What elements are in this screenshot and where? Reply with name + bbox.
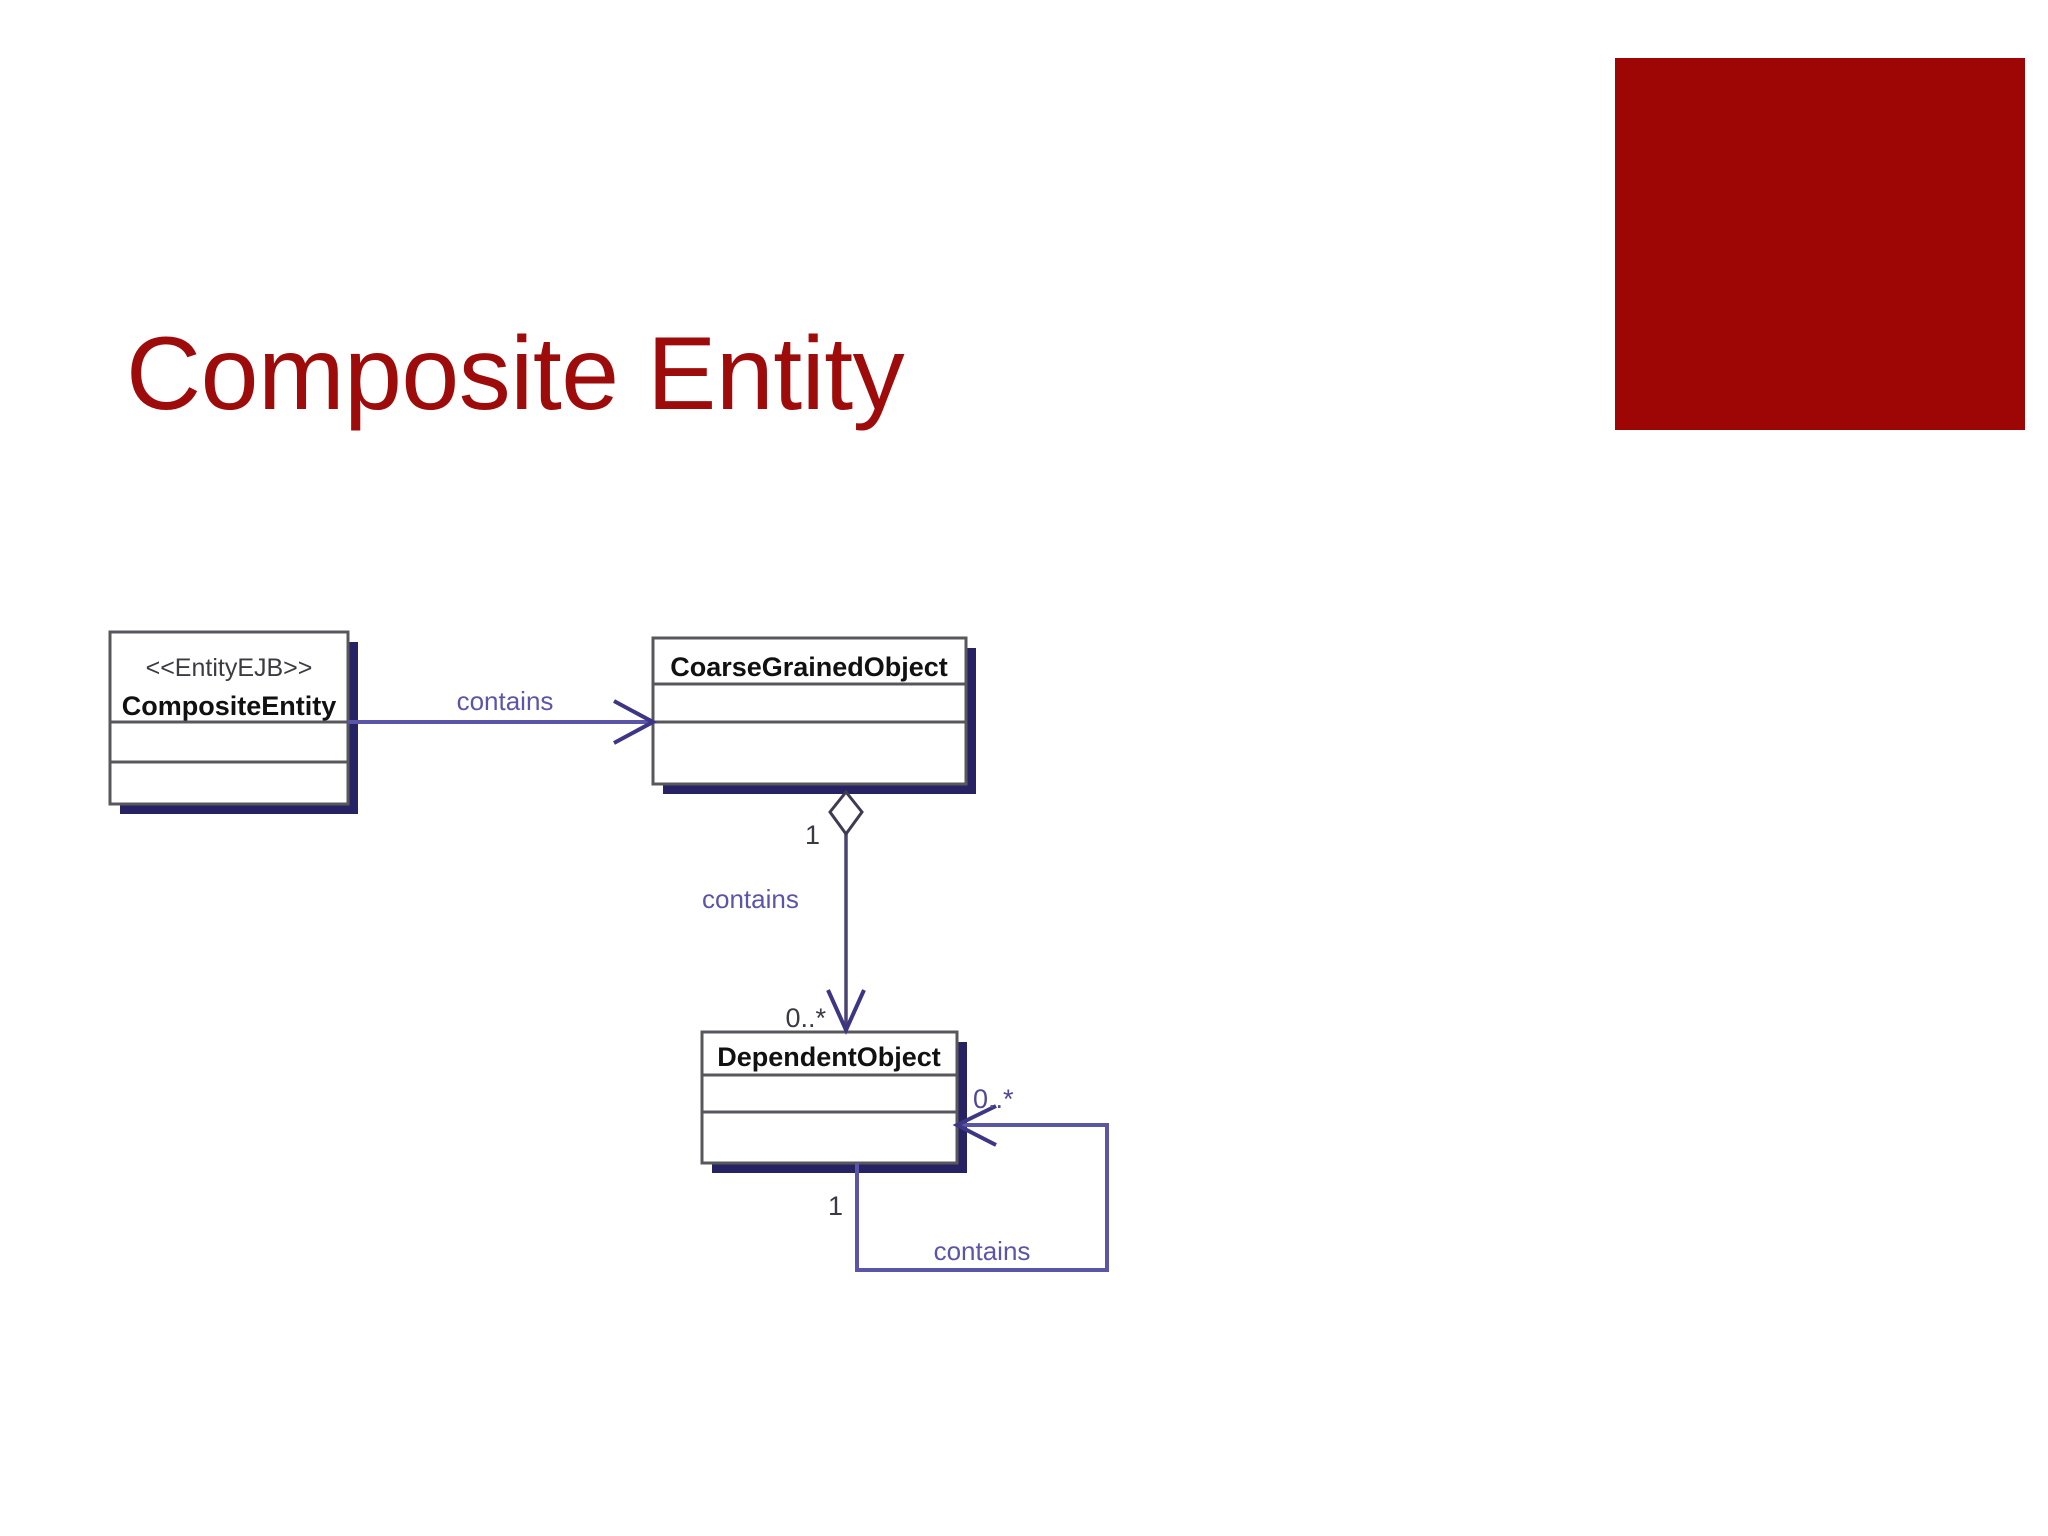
class-box-coarse-grained-object[interactable]: CoarseGrainedObject bbox=[651, 636, 976, 794]
association-composite-to-coarse[interactable]: contains bbox=[348, 686, 658, 745]
association-line bbox=[855, 1123, 1109, 1272]
class-name-label: DependentObject bbox=[717, 1042, 941, 1072]
accent-square-decoration bbox=[1615, 58, 2025, 430]
class-box-body bbox=[700, 1030, 959, 1165]
arrowhead-icon bbox=[613, 699, 658, 745]
class-box-body bbox=[108, 630, 350, 806]
target-multiplicity-label: 0..* bbox=[785, 1003, 826, 1033]
source-multiplicity-label: 1 bbox=[828, 1191, 843, 1221]
association-label: contains bbox=[702, 884, 799, 914]
arrowhead-icon bbox=[952, 1104, 997, 1147]
class-name-label: CoarseGrainedObject bbox=[670, 652, 948, 682]
page-title: Composite Entity bbox=[126, 316, 905, 432]
class-box-dependent-object[interactable]: DependentObject bbox=[700, 1030, 967, 1173]
source-multiplicity-label: 1 bbox=[805, 820, 820, 850]
association-coarse-to-dependent[interactable]: 1 0..* contains bbox=[702, 789, 866, 1035]
arrowhead-icon bbox=[826, 989, 866, 1035]
association-label: contains bbox=[934, 1236, 1031, 1266]
class-stereotype-label: <<EntityEJB>> bbox=[146, 654, 313, 682]
association-label: contains bbox=[457, 686, 554, 716]
association-dependent-self-loop[interactable]: 0..* 1 contains bbox=[828, 1084, 1109, 1272]
aggregation-diamond-icon bbox=[828, 789, 864, 837]
target-multiplicity-label: 0..* bbox=[973, 1084, 1014, 1114]
class-box-body bbox=[651, 636, 968, 786]
class-box-composite-entity[interactable]: <<EntityEJB>> CompositeEntity bbox=[108, 630, 358, 814]
class-name-label: CompositeEntity bbox=[122, 691, 337, 721]
